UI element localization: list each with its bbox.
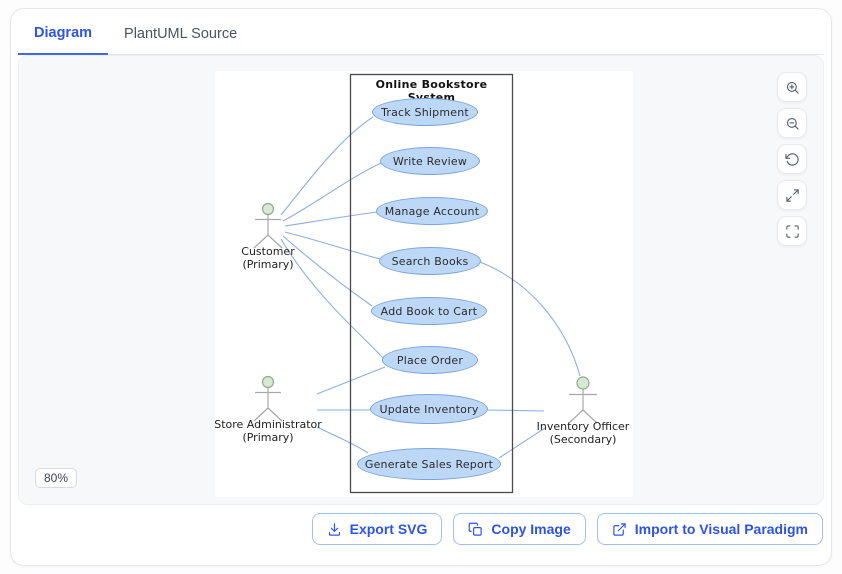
tab-bar: Diagram PlantUML Source bbox=[18, 13, 824, 55]
usecase-add-book-to-cart: Add Book to Cart bbox=[371, 297, 487, 325]
association-lines bbox=[280, 116, 581, 459]
diagram-canvas[interactable]: Online Bookstore System Track Shipment W… bbox=[18, 55, 824, 505]
rotate-ccw-icon bbox=[784, 152, 799, 166]
assoc-officer-search-books bbox=[479, 261, 581, 377]
download-icon bbox=[328, 522, 340, 536]
assoc-customer-place-order bbox=[280, 238, 384, 359]
copy-icon bbox=[469, 522, 483, 536]
external-link-icon bbox=[613, 522, 626, 536]
magnifier-plus-icon bbox=[786, 81, 799, 94]
arrows-out-icon bbox=[785, 188, 799, 202]
assoc-officer-generate-sales-report bbox=[498, 427, 546, 459]
usecase-generate-sales-report: Generate Sales Report bbox=[357, 448, 501, 480]
diagram-surface: Online Bookstore System Track Shipment W… bbox=[214, 71, 633, 497]
actor-name: Store Administrator bbox=[214, 418, 322, 431]
usecase-place-order: Place Order bbox=[382, 346, 478, 374]
usecase-write-review: Write Review bbox=[380, 147, 480, 175]
assoc-customer-add-book-to-cart bbox=[282, 235, 373, 307]
import-to-visual-paradigm-label: Import to Visual Paradigm bbox=[634, 521, 808, 537]
actor-inventory-officer-label: Inventory Officer (Secondary) bbox=[503, 420, 663, 446]
copy-image-label: Copy Image bbox=[491, 521, 571, 537]
assoc-customer-track-shipment bbox=[280, 116, 374, 216]
actor-store-administrator-figure bbox=[253, 375, 283, 422]
usecase-update-inventory: Update Inventory bbox=[370, 394, 488, 424]
magnifier-minus-icon bbox=[786, 117, 799, 130]
zoom-in-button[interactable] bbox=[777, 72, 807, 102]
assoc-customer-write-review bbox=[282, 162, 382, 222]
export-svg-button[interactable]: Export SVG bbox=[311, 513, 443, 545]
fullscreen-button[interactable] bbox=[777, 216, 807, 246]
assoc-officer-update-inventory bbox=[487, 409, 545, 412]
actor-stereotype: (Primary) bbox=[242, 430, 294, 444]
usecase-diagram-svg bbox=[253, 73, 598, 494]
system-boundary-box bbox=[349, 73, 514, 494]
usecase-manage-account: Manage Account bbox=[376, 197, 488, 225]
actor-inventory-officer-figure bbox=[568, 376, 598, 424]
tab-diagram[interactable]: Diagram bbox=[18, 13, 109, 55]
actor-customer-label: Customer (Primary) bbox=[188, 245, 348, 271]
app-card: Diagram PlantUML Source bbox=[10, 8, 832, 566]
import-to-visual-paradigm-button[interactable]: Import to Visual Paradigm bbox=[596, 513, 823, 545]
zoom-out-button[interactable] bbox=[777, 108, 807, 138]
usecase-track-shipment: Track Shipment bbox=[372, 98, 478, 126]
actor-store-administrator-label: Store Administrator (Primary) bbox=[188, 418, 348, 444]
actor-stereotype: (Primary) bbox=[242, 257, 294, 271]
assoc-admin-generate-sales-report bbox=[316, 426, 369, 454]
tab-plantuml-source[interactable]: PlantUML Source bbox=[124, 26, 238, 42]
assoc-customer-search-books bbox=[284, 231, 381, 260]
reset-view-button[interactable] bbox=[777, 144, 807, 174]
assoc-customer-manage-account bbox=[284, 211, 378, 227]
usecase-search-books: Search Books bbox=[379, 247, 481, 275]
zoom-level-badge: 80% bbox=[35, 468, 78, 488]
corner-brackets-icon bbox=[785, 224, 799, 238]
export-svg-label: Export SVG bbox=[349, 521, 428, 537]
copy-image-button[interactable]: Copy Image bbox=[453, 513, 586, 545]
actor-name: Inventory Officer bbox=[536, 420, 630, 433]
actor-stereotype: (Secondary) bbox=[549, 432, 617, 446]
actor-name: Customer bbox=[241, 245, 295, 258]
footer-actions: Export SVG Copy Image Import to Visual P… bbox=[311, 513, 823, 545]
fit-expand-button[interactable] bbox=[777, 180, 807, 210]
zoom-controls bbox=[777, 72, 807, 246]
actor-customer-figure bbox=[253, 202, 283, 249]
